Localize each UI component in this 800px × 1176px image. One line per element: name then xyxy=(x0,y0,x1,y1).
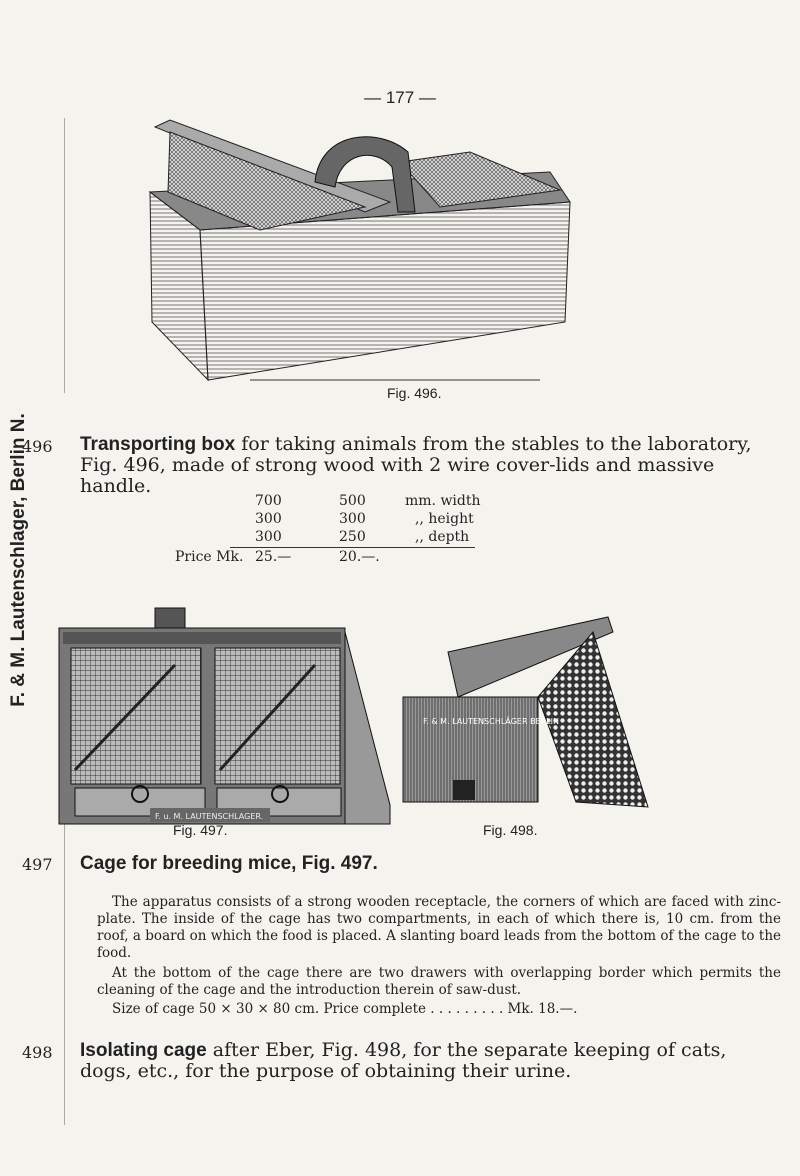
item-497-paragraph-2: At the bottom of the cage there are two … xyxy=(97,965,781,998)
margin-rule xyxy=(64,770,65,1125)
page-number: — 177 — xyxy=(364,88,436,107)
fig-497-plate-text: F. u. M. LAUTENSCHLAGER. xyxy=(155,812,263,821)
fig-498-plate-text: F. & M. LAUTENSCHLÄGER BERLIN xyxy=(423,716,559,726)
item-497-paragraph-1: The apparatus consists of a strong woode… xyxy=(97,894,781,961)
item-496-title: Transporting box xyxy=(80,434,236,455)
item-498-line-2: dogs, etc., for the purpose of obtaining… xyxy=(80,1060,572,1082)
mouse-cage-illustration: F. u. M. LAUTENSCHLAGER. xyxy=(58,607,391,825)
transport-box-illustration xyxy=(148,119,571,382)
item-number-496: 496 xyxy=(22,437,53,456)
margin-rule xyxy=(64,118,65,393)
table-rule xyxy=(230,547,475,548)
isolating-cage-illustration: F. & M. LAUTENSCHLÄGER BERLIN xyxy=(402,616,649,808)
item-496-line-3: handle. xyxy=(80,475,152,497)
item-498-line-1: Isolating cage after Eber, Fig. 498, for… xyxy=(80,1039,727,1062)
fig-498-caption: Fig. 498. xyxy=(483,822,538,838)
item-497-title: Cage for breeding mice, Fig. 497. xyxy=(80,853,378,874)
fig-496-caption: Fig. 496. xyxy=(387,385,442,401)
item-497-size-price: Size of cage 50 × 30 × 80 cm. Price comp… xyxy=(112,1001,578,1017)
item-498-title: Isolating cage xyxy=(80,1040,207,1061)
fig-497-caption: Fig. 497. xyxy=(173,822,228,838)
side-publisher-label: F. & M. Lautenschlager, Berlin N. xyxy=(8,413,30,707)
item-number-497: 497 xyxy=(22,855,53,874)
item-496-line-1: Transporting box for taking animals from… xyxy=(80,433,752,456)
item-496-line-2: Fig. 496, made of strong wood with 2 wir… xyxy=(80,454,715,476)
item-number-498: 498 xyxy=(22,1043,53,1062)
